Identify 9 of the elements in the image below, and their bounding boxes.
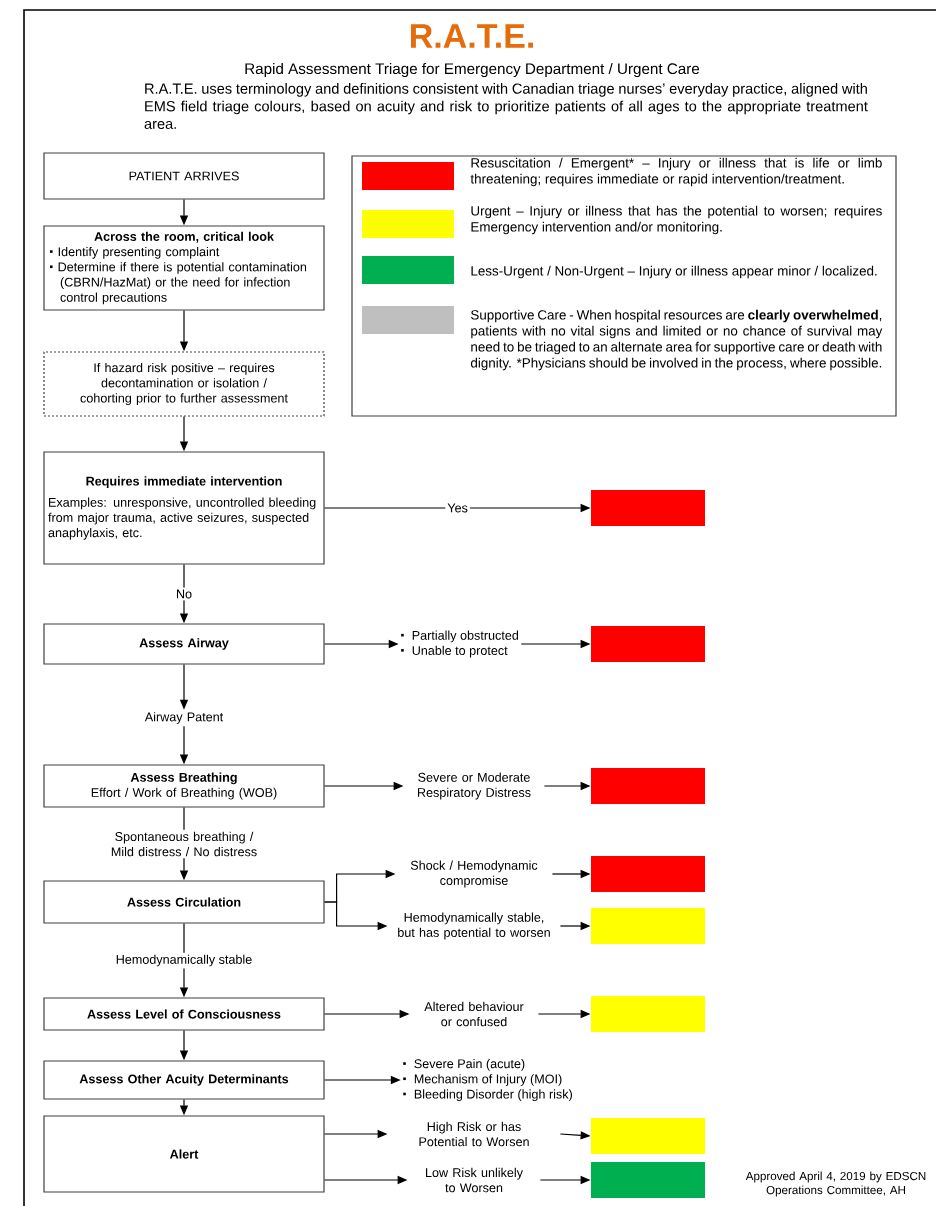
- triage-colour-box: [591, 490, 705, 526]
- triage-colour-box: [591, 996, 705, 1032]
- triage-colour-box: [591, 1162, 705, 1198]
- triage-colour-box: [591, 626, 705, 662]
- triage-colour-box: [591, 856, 705, 892]
- title: R.A.T.E.: [411, 24, 533, 48]
- triage-colour-box: [591, 768, 705, 804]
- triage-colour-box: [591, 908, 705, 944]
- triage-colour-box: [591, 1118, 705, 1154]
